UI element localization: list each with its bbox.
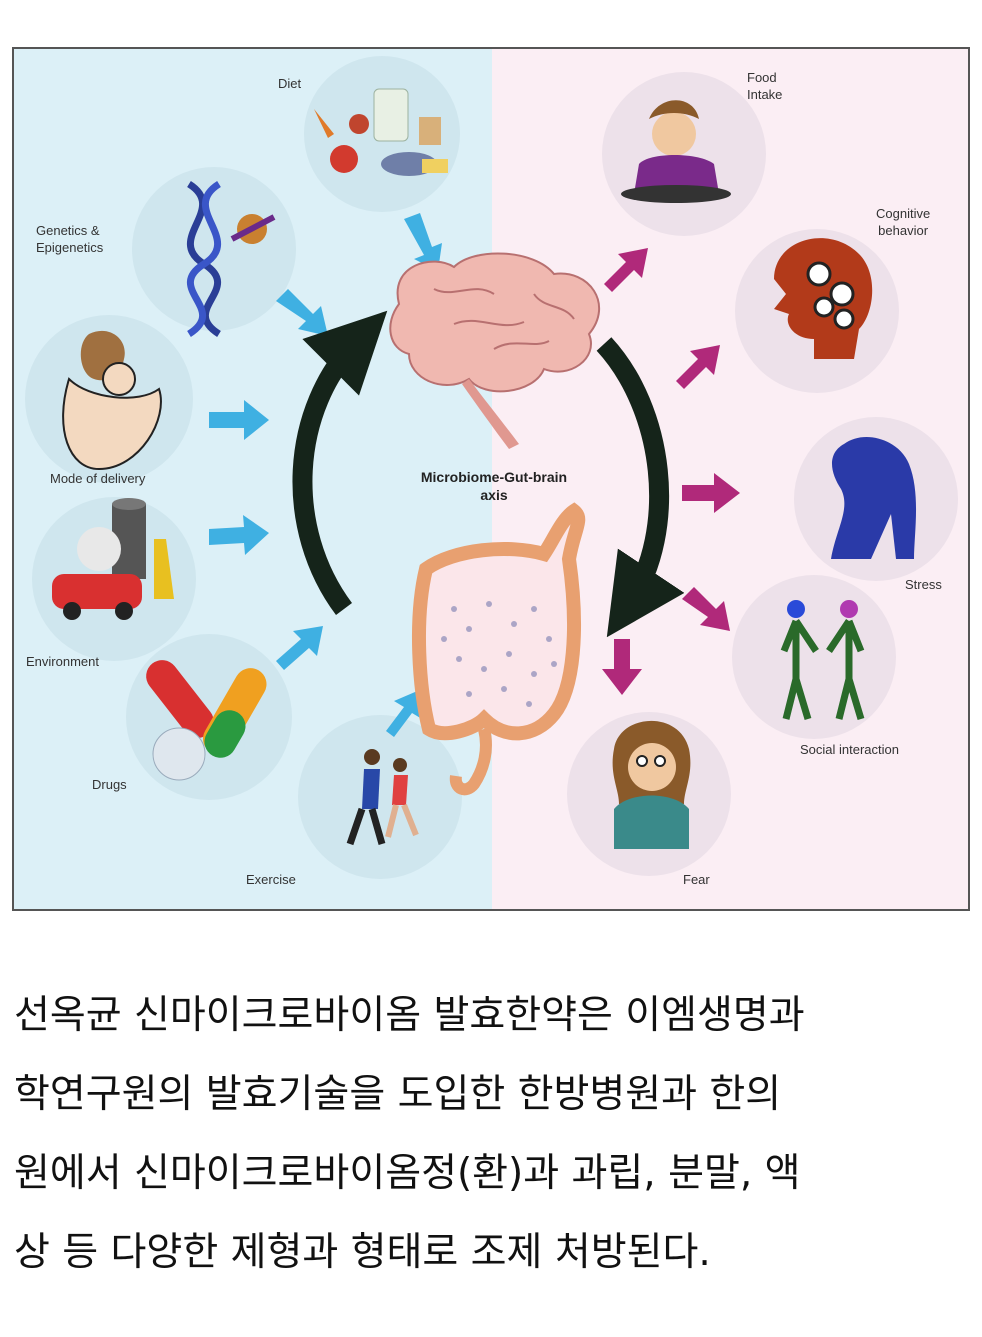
- input-arrow-environment: [209, 515, 269, 555]
- output-arrow-cognitive: [676, 345, 720, 389]
- eating-child-icon: [602, 72, 766, 236]
- label-stress: Stress: [905, 577, 942, 592]
- article-caption: 선옥균 신마이크로바이옴 발효한약은 이엠생명과 학연구원의 발효기술을 도입한…: [14, 976, 974, 1292]
- label-environment: Environment: [26, 654, 99, 669]
- label-social-interaction: Social interaction: [800, 742, 899, 757]
- caption-line-1: 선옥균 신마이크로바이옴 발효한약은 이엠생명과: [14, 993, 805, 1038]
- label-mode-of-delivery: Mode of delivery: [50, 471, 146, 486]
- runners-icon: [298, 715, 462, 879]
- intestine-icon: [412, 502, 586, 796]
- mother-baby-icon: [25, 315, 193, 483]
- microbiome-gut-brain-diagram: Diet Genetics & Epigenetics Mode of deli…: [12, 47, 970, 911]
- input-arrow-drugs: [276, 626, 323, 670]
- diet-icon: [304, 56, 460, 212]
- gears-head-icon: [735, 229, 899, 393]
- label-food-intake: Food Intake: [747, 70, 783, 102]
- label-exercise: Exercise: [246, 872, 296, 887]
- output-arrows: [602, 248, 740, 695]
- output-arrow-social: [682, 587, 730, 631]
- output-arrow-stress: [682, 473, 740, 513]
- dna-icon: [132, 167, 296, 337]
- input-arrows: [209, 213, 442, 737]
- pills-icon: [126, 634, 292, 800]
- stressed-person-icon: [794, 417, 958, 581]
- output-arrow-food: [604, 248, 648, 292]
- cycle-arrow-up: [292, 310, 388, 615]
- output-arrow-fear: [602, 639, 642, 695]
- brain-icon: [389, 252, 601, 449]
- center-axis-label: Microbiome-Gut-brain axis: [420, 469, 568, 503]
- diagram-graphic: [14, 49, 968, 909]
- label-cognitive-behavior: Cognitive behavior: [876, 206, 931, 238]
- handshake-icon: [732, 575, 896, 739]
- input-arrow-diet: [404, 213, 442, 271]
- caption-line-2: 학연구원의 발효기술을 도입한 한방병원과 한의: [14, 1072, 782, 1117]
- input-arrow-delivery: [209, 400, 269, 440]
- scared-woman-icon: [567, 712, 731, 876]
- label-drugs: Drugs: [92, 777, 127, 792]
- cycle-arrow-down: [596, 337, 685, 638]
- environment-icon: [32, 497, 196, 661]
- label-diet: Diet: [278, 76, 302, 91]
- caption-line-4: 상 등 다양한 제형과 형태로 조제 처방된다.: [14, 1230, 711, 1275]
- label-fear: Fear: [683, 872, 710, 887]
- caption-line-3: 원에서 신마이크로바이옴정(환)과 과립, 분말, 액: [14, 1151, 801, 1196]
- label-genetics: Genetics & Epigenetics: [36, 223, 104, 255]
- input-arrow-exercise: [386, 689, 422, 737]
